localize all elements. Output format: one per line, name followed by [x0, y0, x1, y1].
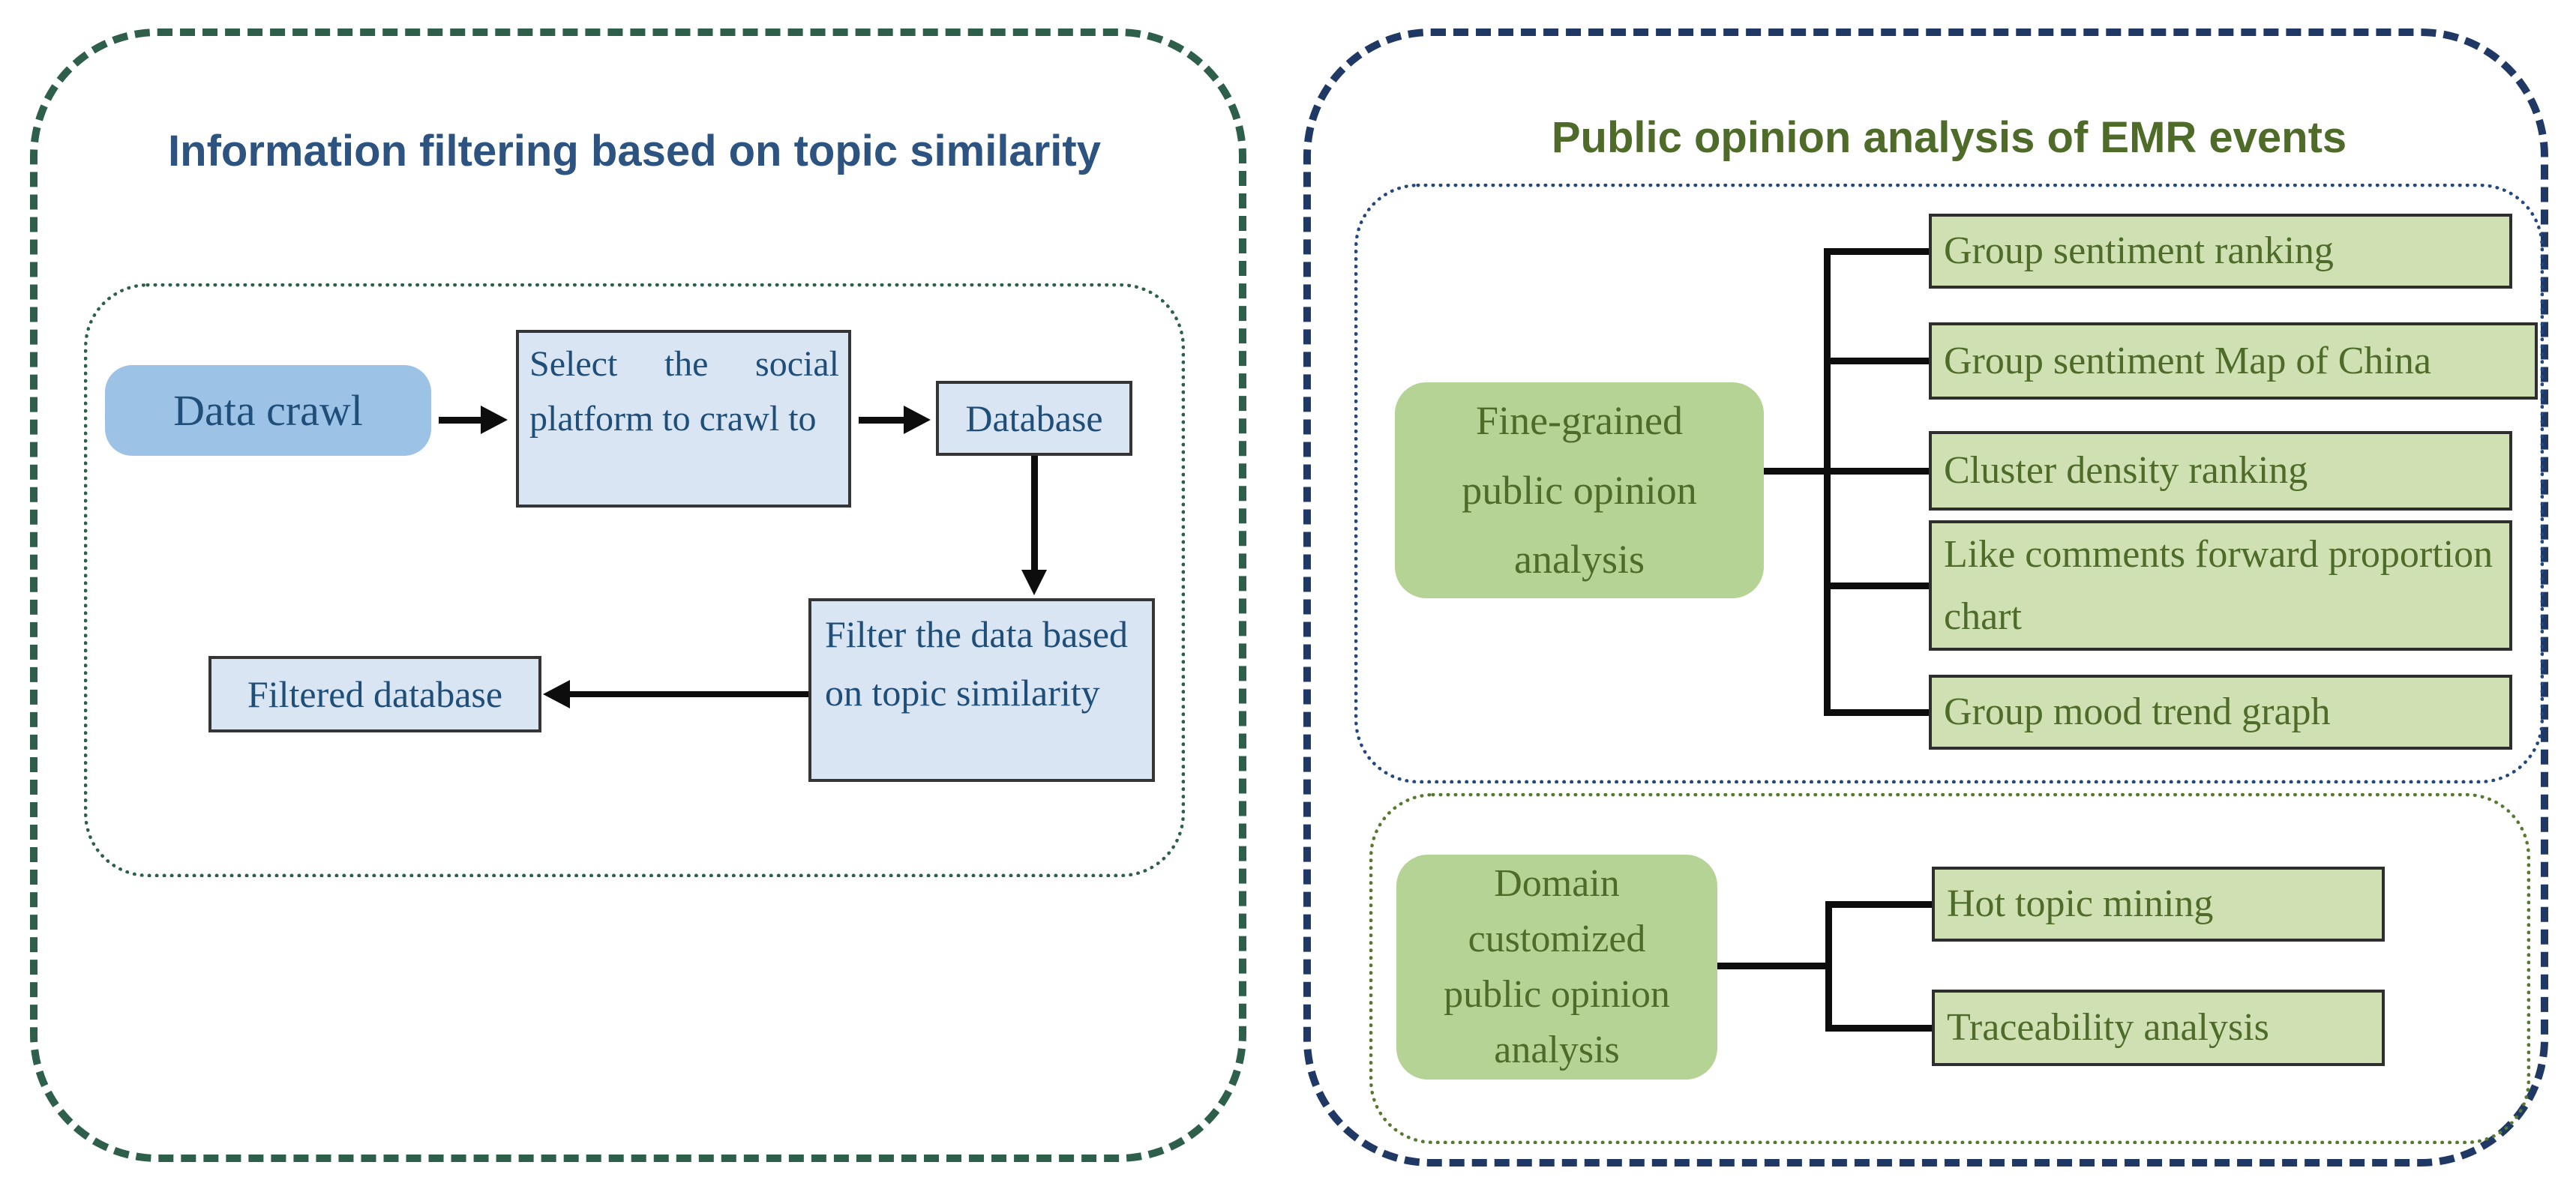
fine-grained-item-label: Like comments forward proportion chart	[1944, 532, 2494, 638]
fine-grained-label-line: public opinion	[1462, 467, 1697, 513]
tree-branch-line	[1827, 248, 1929, 255]
fine-grained-item-box: Like comments forward proportion chart	[1929, 520, 2512, 651]
tree-branch-line	[1717, 963, 1832, 969]
arrow-right-icon	[859, 417, 905, 424]
fine-grained-node: Fine-grained public opinion analysis	[1395, 382, 1764, 598]
filtered-database-box: Filtered database	[208, 656, 541, 732]
left-flow-group-border	[84, 283, 1185, 877]
left-panel-border	[30, 28, 1246, 1162]
right-panel-title: Public opinion analysis of EMR events	[1551, 113, 2347, 162]
tree-vertical-line	[1824, 248, 1831, 716]
domain-label-line: customized	[1468, 918, 1646, 961]
domain-label-line: Domain	[1494, 862, 1620, 906]
arrow-right-icon	[439, 417, 482, 424]
domain-item-label: Traceability analysis	[1947, 1006, 2269, 1050]
fine-grained-item-label: Cluster density ranking	[1944, 449, 2308, 493]
database-label: Database	[965, 397, 1103, 439]
select-platform-box: Select the social platform to crawl to	[516, 330, 851, 508]
select-platform-label: Select the social platform to crawl to	[529, 344, 839, 439]
fine-grained-label-line: analysis	[1514, 537, 1645, 583]
database-box: Database	[936, 381, 1132, 456]
tree-branch-line	[1828, 1025, 1932, 1032]
left-panel-title: Information filtering based on topic sim…	[168, 127, 1101, 175]
tree-branch-line	[1764, 468, 1929, 475]
tree-branch-line	[1827, 583, 1929, 589]
data-crawl-node: Data crawl	[105, 365, 431, 456]
filter-box: Filter the data based on topic similarit…	[808, 598, 1155, 782]
domain-customized-group-border	[1369, 793, 2530, 1144]
domain-label-line: analysis	[1494, 1028, 1620, 1071]
fine-grained-item-box: Group sentiment Map of China	[1929, 322, 2538, 400]
filtered-database-label: Filtered database	[247, 673, 503, 715]
fine-grained-item-label: Group sentiment ranking	[1944, 229, 2334, 273]
domain-label-line: public opinion	[1444, 973, 1670, 1016]
tree-branch-line	[1827, 358, 1929, 364]
fine-grained-label-line: Fine-grained	[1476, 397, 1683, 443]
domain-item-box: Traceability analysis	[1932, 990, 2385, 1066]
arrow-down-icon	[1031, 456, 1038, 572]
fine-grained-item-box: Cluster density ranking	[1929, 431, 2512, 511]
filter-label: Filter the data based on topic similarit…	[825, 613, 1129, 714]
fine-grained-item-label: Group mood trend graph	[1944, 690, 2331, 734]
tree-branch-line	[1828, 901, 1932, 908]
fine-grained-item-label: Group sentiment Map of China	[1944, 339, 2431, 382]
arrow-down-head-icon	[1021, 570, 1047, 595]
domain-item-label: Hot topic mining	[1947, 882, 2214, 926]
tree-branch-line	[1827, 709, 1929, 716]
domain-item-box: Hot topic mining	[1932, 867, 2385, 942]
arrow-right-head-icon	[904, 406, 931, 434]
fine-grained-group-border	[1354, 184, 2544, 783]
right-panel-border	[1303, 28, 2548, 1167]
arrow-left-head-icon	[543, 680, 570, 708]
arrow-left-icon	[568, 691, 808, 697]
fine-grained-item-box: Group sentiment ranking	[1929, 214, 2512, 289]
data-crawl-label: Data crawl	[173, 386, 363, 435]
arrow-right-head-icon	[481, 406, 508, 434]
domain-customized-node: Domain customized public opinion analysi…	[1396, 855, 1717, 1080]
fine-grained-item-box: Group mood trend graph	[1929, 675, 2512, 750]
